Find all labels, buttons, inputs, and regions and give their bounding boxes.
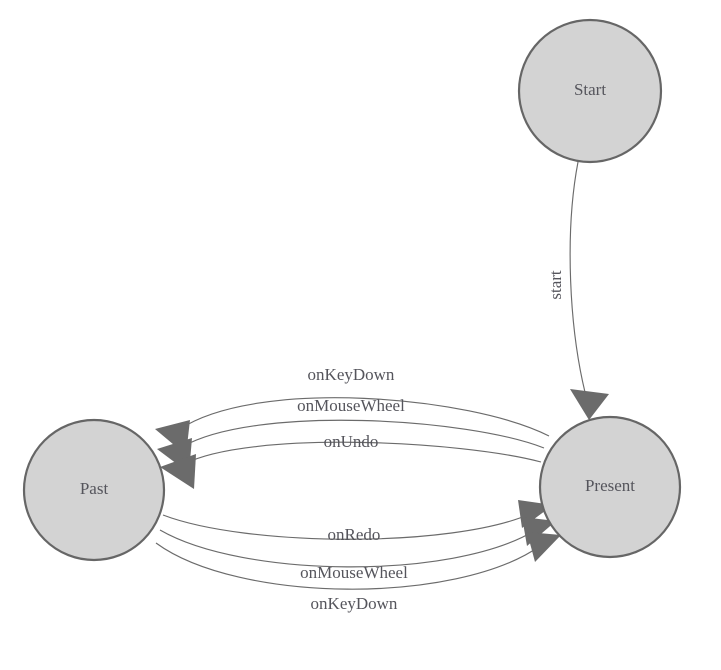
edge-label-past-present-onkeydown: onKeyDown: [311, 594, 398, 613]
node-start-circle: [517, 18, 663, 164]
edge-past-to-present-onkeydown-arrowhead: [527, 532, 561, 562]
node-past[interactable]: Past: [22, 418, 166, 562]
edge-past-to-present-onredo[interactable]: onRedo: [162, 500, 553, 544]
edge-present-to-past-onundo[interactable]: onUndo: [160, 432, 542, 489]
node-present-circle: [538, 415, 682, 559]
edge-past-to-present-onmousewheel[interactable]: onMouseWheel: [159, 517, 556, 582]
edge-present-to-past-onmousewheel-path: [181, 419, 545, 449]
node-present[interactable]: Present: [538, 415, 682, 559]
edge-label-past-present-onmousewheel: onMouseWheel: [300, 563, 408, 582]
node-past-circle: [22, 418, 166, 562]
node-present-label: Present: [585, 476, 635, 495]
edge-start-to-present-arrowhead: [570, 389, 609, 420]
edge-past-to-present-onkeydown[interactable]: onKeyDown: [155, 532, 561, 613]
edge-label-present-past-onundo: onUndo: [324, 432, 379, 451]
edge-present-to-past-onkeydown-path: [179, 397, 550, 437]
node-start[interactable]: Start: [517, 18, 663, 164]
edge-label-present-past-onmousewheel: onMouseWheel: [297, 396, 405, 415]
edge-present-to-past-onundo-path: [183, 441, 542, 465]
edge-past-to-present-onmousewheel-path: [159, 529, 535, 568]
edge-start-to-present[interactable]: start: [546, 161, 609, 420]
edge-past-to-present-onredo-path: [162, 513, 531, 540]
edge-start-to-present-path: [569, 161, 589, 405]
node-past-label: Past: [80, 479, 109, 498]
edge-past-to-present-onkeydown-path: [155, 542, 541, 590]
edge-label-past-present-onredo: onRedo: [328, 525, 381, 544]
edge-present-to-past-onundo-arrowhead: [160, 454, 196, 489]
node-start-label: Start: [574, 80, 606, 99]
edge-label-present-past-onkeydown: onKeyDown: [308, 365, 395, 384]
edge-label-start: start: [546, 270, 565, 300]
